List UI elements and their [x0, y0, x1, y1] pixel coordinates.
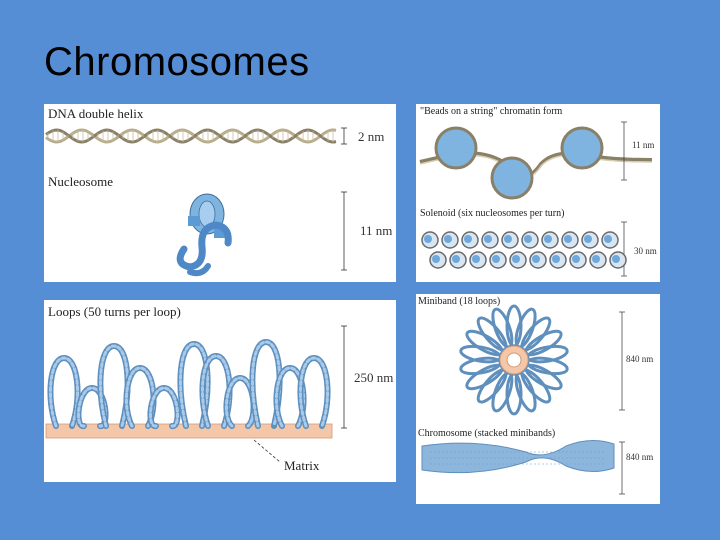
solenoid-measure: 30 nm [634, 246, 657, 256]
solenoid-label: Solenoid (six nucleosomes per turn) [420, 208, 565, 219]
miniband-label: Miniband (18 loops) [418, 296, 501, 307]
dna-nucleosome-figure: DNA double helix 2 nm Nucleosome 11 nm [44, 104, 396, 282]
loops-measure: 250 nm [354, 370, 394, 385]
chromosome-label: Chromosome (stacked minibands) [418, 428, 556, 439]
slide-title: Chromosomes [44, 40, 310, 84]
nucleosome-illustration [176, 193, 232, 277]
loops-figure: Loops (50 turns per loop) 250 nm Matrix [44, 300, 396, 482]
dna-helix-illustration [45, 127, 347, 277]
loops-label: Loops (50 turns per loop) [48, 304, 181, 319]
dna-width-measure: 2 nm [358, 129, 385, 144]
miniband-measure: 840 nm [626, 354, 654, 364]
beads-on-string-label: "Beads on a string" chromatin form [420, 106, 563, 117]
nucleosome-measure: 11 nm [360, 223, 393, 238]
beads-solenoid-figure: "Beads on a string" chromatin form 11 nm… [416, 104, 660, 282]
miniband-chromosome-figure: Miniband (18 loops) 840 nm Chromosome (s… [416, 294, 660, 504]
chromosome-illustration [421, 440, 615, 474]
matrix-label: Matrix [284, 458, 320, 473]
beads-measure: 11 nm [632, 140, 655, 150]
miniband-chromosome-illustration [421, 304, 625, 495]
nucleosome-label: Nucleosome [48, 174, 113, 189]
beads-solenoid-illustration [419, 121, 653, 277]
chromosome-measure: 840 nm [626, 452, 654, 462]
loops-illustration [45, 325, 347, 463]
dna-double-helix-label: DNA double helix [48, 106, 144, 121]
